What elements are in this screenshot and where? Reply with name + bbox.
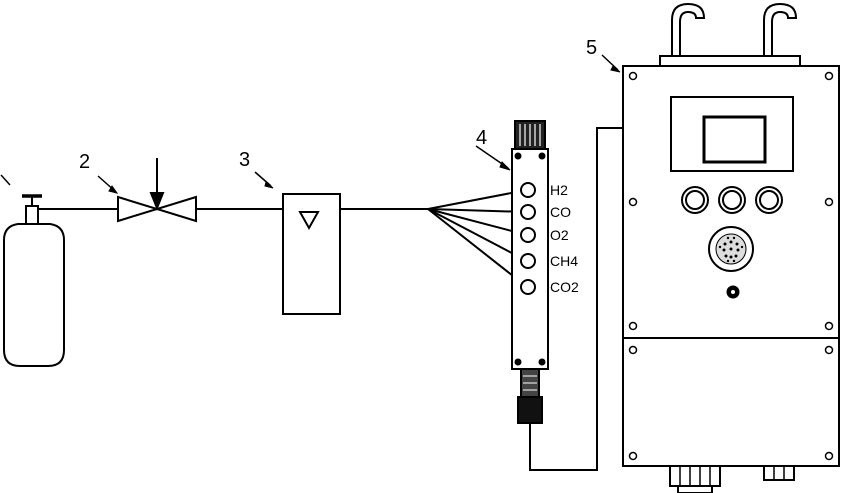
controller-buzzer — [708, 226, 754, 272]
gas-label-co2: CO2 — [550, 279, 579, 295]
cylinder-leader-line — [0, 174, 11, 186]
sensor-screw-bl — [514, 358, 522, 366]
gas-label-ch4: CH4 — [550, 253, 578, 269]
label-sensor-bar: 4 — [476, 127, 487, 149]
controller-screw — [628, 71, 638, 81]
cylinder-neck — [25, 205, 39, 225]
controller-button-left — [681, 186, 709, 214]
controller-gland-left — [669, 465, 721, 487]
sensor-screw-tr — [538, 152, 546, 160]
flowmeter — [254, 171, 341, 315]
sensor-port-co — [520, 204, 536, 220]
controller-gland-right — [763, 465, 795, 481]
controller-screw — [628, 345, 638, 355]
label-valve: 2 — [79, 151, 90, 173]
controller-screw — [628, 197, 638, 207]
label-controller: 5 — [586, 37, 597, 59]
sensor-leader-arrow — [499, 161, 511, 171]
gas-label-h2: H2 — [550, 182, 568, 198]
controller-screw — [824, 345, 834, 355]
signal-cable — [529, 127, 623, 471]
cylinder-body — [3, 223, 65, 367]
controller-hook-right — [763, 2, 798, 56]
sensor-screw-br — [538, 358, 546, 366]
flowmeter-leader-arrow — [264, 181, 274, 189]
controller-mount-bracket — [659, 55, 801, 67]
controller-screw — [628, 451, 638, 461]
sensor-port-co2 — [520, 279, 536, 295]
controller-button-right — [755, 186, 783, 214]
sensor-port-o2 — [520, 227, 536, 243]
sensor-port-ch4 — [520, 253, 536, 269]
valve-leader-arrow — [108, 185, 119, 194]
valve — [97, 158, 197, 223]
valve-right-cone — [153, 195, 197, 223]
controller-display-frame — [670, 96, 794, 172]
gas-cylinder — [0, 174, 65, 367]
controller-hook-left — [671, 2, 706, 56]
controller-leader-arrow — [610, 65, 621, 73]
sensor-cable-nut — [517, 396, 543, 424]
controller — [601, 2, 840, 493]
label-flowmeter: 3 — [239, 149, 250, 171]
valve-arrow-head — [149, 192, 165, 211]
flowmeter-body — [282, 193, 341, 315]
controller-housing — [622, 65, 840, 467]
valve-left-cone — [117, 195, 161, 223]
distribution-lines — [427, 189, 528, 288]
controller-button-center — [718, 186, 746, 214]
gas-label-o2: O2 — [550, 227, 569, 243]
controller-screw — [824, 451, 834, 461]
controller-screw — [824, 321, 834, 331]
controller-screw — [628, 321, 638, 331]
controller-screw — [824, 71, 834, 81]
sensor-bar — [475, 120, 549, 424]
buzzer-grille — [718, 236, 744, 263]
controller-screw — [824, 197, 834, 207]
sensor-port-h2 — [520, 182, 536, 198]
gas-label-co: CO — [550, 204, 571, 220]
sensor-screw-tl — [514, 152, 522, 160]
flowmeter-indicator — [298, 211, 320, 231]
controller-display-screen — [702, 115, 767, 164]
